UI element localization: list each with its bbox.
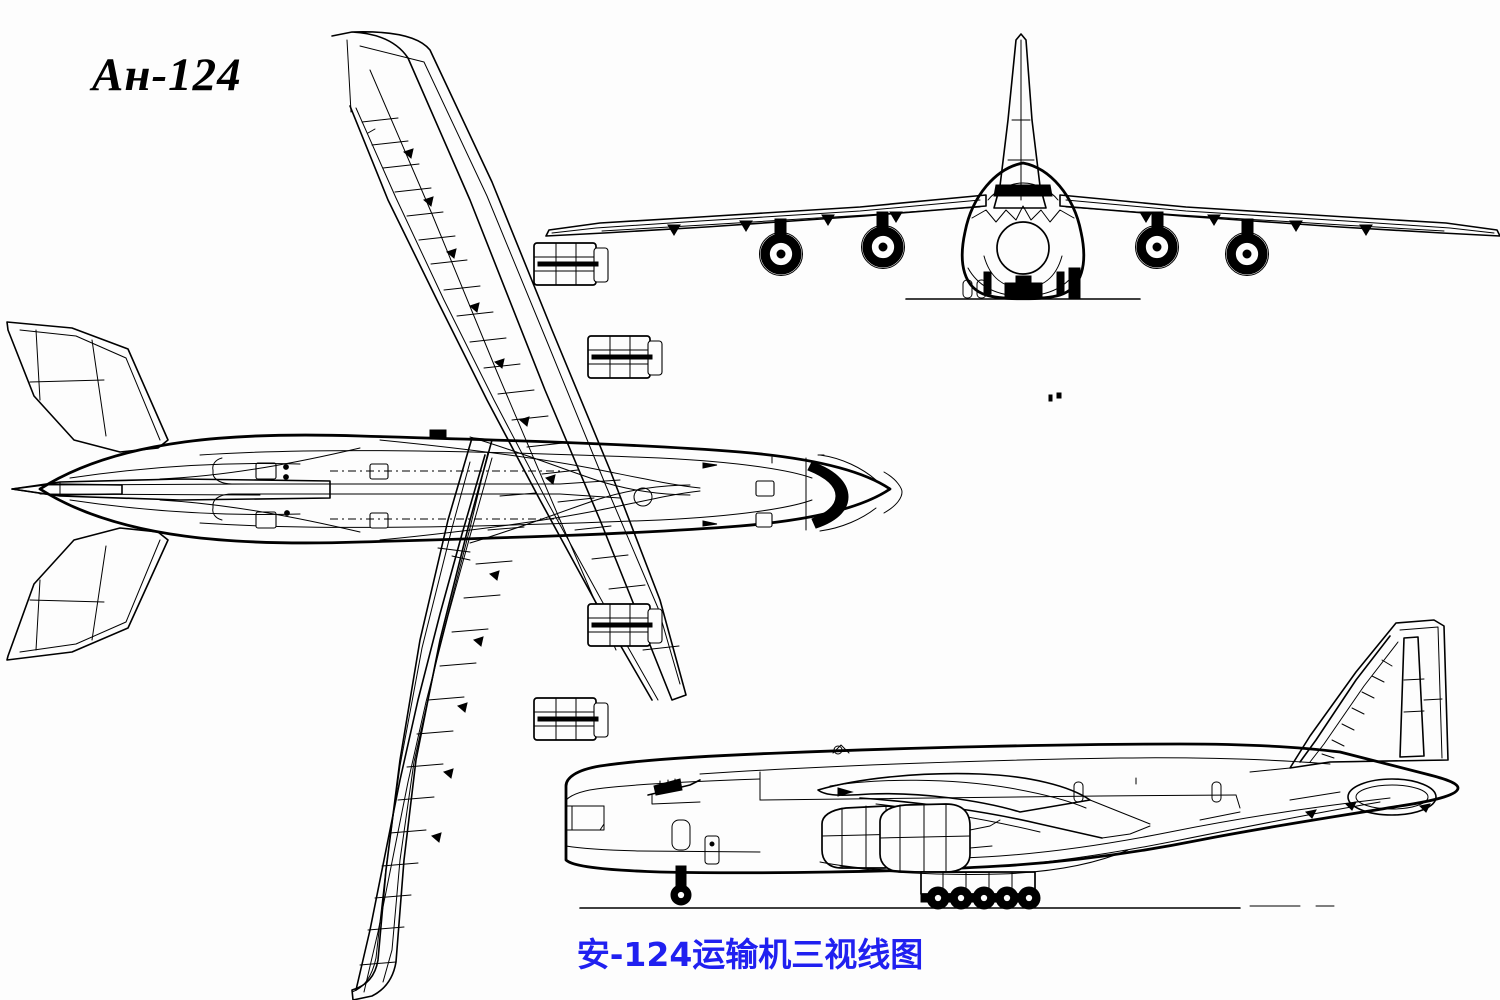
side-view-engines	[821, 803, 1001, 873]
front-view-landing-gear	[962, 267, 1081, 299]
side-view-main-landing-gear	[819, 849, 1129, 910]
top-view-gear-line	[437, 547, 471, 553]
front-elevation-view	[545, 33, 1500, 301]
front-view-engines	[759, 211, 1269, 276]
side-elevation-view	[564, 619, 1460, 910]
side-view-engine-rear	[879, 803, 1001, 873]
top-view-fuselage	[38, 433, 903, 545]
page-title: Ан-124	[92, 49, 242, 101]
top-view-vertical-fin	[11, 447, 361, 533]
top-view-engine-1	[533, 242, 609, 286]
top-view-gear-fairing	[429, 429, 447, 438]
side-view-window	[1211, 781, 1222, 803]
drawing-caption: 安-124运输机三视线图	[576, 935, 924, 974]
top-view-engines	[533, 242, 663, 741]
side-view-nose-landing-gear	[670, 865, 692, 906]
side-view-hatch	[704, 835, 720, 865]
top-view-hatch	[255, 462, 277, 480]
front-view-engine-right-inner	[1135, 211, 1179, 269]
top-view-gear-line	[451, 555, 471, 561]
top-view-engine-4	[533, 697, 609, 741]
top-view-hatch	[755, 480, 775, 497]
front-view-engine-left-inner	[861, 211, 905, 269]
front-view-engine-left-outer	[759, 218, 803, 276]
top-view-horizontal-tail	[6, 321, 169, 661]
side-view-crew-door	[671, 819, 691, 851]
front-view-engine-right-outer	[1225, 218, 1269, 276]
scan-specks	[1048, 392, 1062, 402]
top-view-hatch	[755, 512, 773, 528]
top-view-engine-2	[587, 335, 663, 379]
front-view-vertical-fin	[993, 33, 1047, 209]
top-view-hatch	[255, 511, 277, 529]
top-plan-view	[6, 31, 903, 1000]
top-view-hatch	[369, 512, 389, 529]
top-view-right-wing	[331, 31, 687, 701]
side-view-vertical-fin	[1289, 619, 1449, 769]
top-view-engine-3	[587, 603, 663, 647]
side-view-horizontal-stabilizer	[1249, 759, 1449, 773]
